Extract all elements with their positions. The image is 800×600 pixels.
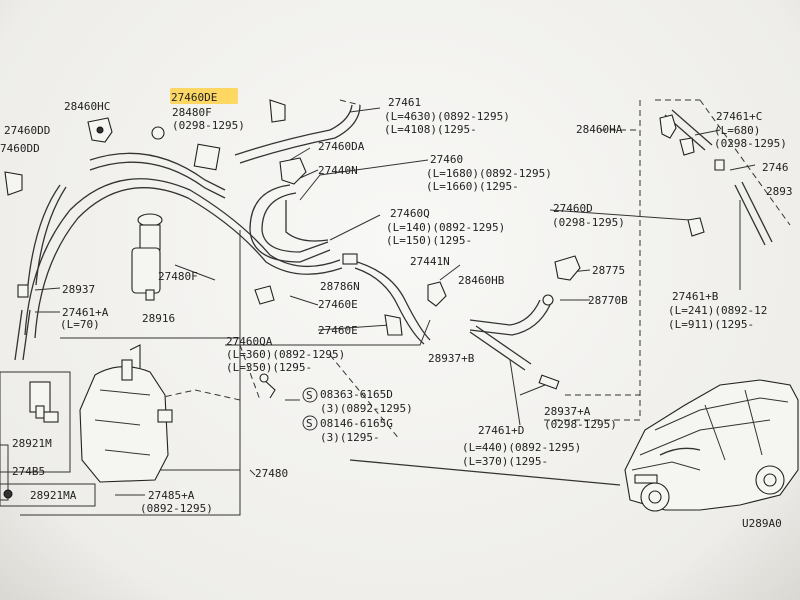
label-2746-edge: 2746: [762, 161, 789, 174]
box-28921ma: [0, 483, 96, 507]
label-27461-l1: (L=4630)(0892-1295): [384, 110, 510, 123]
label-27461c: 27461+C: [716, 110, 762, 123]
label-27440n: 27440N: [318, 164, 358, 177]
label-28921ma: 28921MA: [30, 489, 77, 502]
label-27461d-l1: (L=440)(0892-1295): [462, 441, 581, 454]
part-27480f-pump: [131, 213, 163, 301]
label-27460-l2: (L=1660)(1295-: [426, 180, 519, 193]
label-28937a-date: (0298-1295): [544, 418, 617, 431]
part-28480f: [151, 126, 165, 140]
label-27485a-date: (0892-1295): [140, 502, 213, 515]
diagram-ref-code: U289A0: [742, 517, 782, 530]
label-27460qa: 27460QA: [226, 335, 273, 348]
label-28480f-date: (0298-1295): [172, 119, 245, 132]
part-28937: [17, 284, 29, 298]
pump-box: [0, 371, 71, 473]
label-27460d: 27460D: [553, 202, 593, 215]
label-28916: 28916: [142, 312, 175, 325]
car-illustration: [624, 379, 799, 512]
label-28460ha: 28460HA: [576, 123, 623, 136]
parts: [4, 99, 725, 399]
part-27440n: [279, 157, 307, 185]
washer-hoses: [14, 104, 773, 371]
s-symbols: S S: [302, 387, 318, 431]
label-28937b: 28937+B: [428, 352, 475, 365]
label-27460e: 27460E: [318, 298, 358, 311]
label-27461-l2: (L=4108)(1295-: [384, 123, 477, 136]
part-labels: 27460DE 28480F (0298-1295) 28460HC 27460…: [0, 91, 793, 530]
label-27461c-date: (0298-1295): [714, 137, 787, 150]
label-08363-date: (3)(0892-1295): [320, 402, 413, 415]
label-274b5: 274B5: [12, 465, 45, 478]
label-27460qa-l2: (L=350)(1295-: [226, 361, 312, 374]
label-27461b-l1: (L=241)(0892-12: [668, 304, 767, 317]
part-27460e: [254, 285, 275, 305]
label-08146: 08146-6165G: [320, 417, 393, 430]
label-27460dd-2: 7460DD: [0, 142, 40, 155]
label-2893-edge: 2893: [766, 185, 793, 198]
label-28770b: 28770B: [588, 294, 628, 307]
label-27460dd: 27460DD: [4, 124, 50, 137]
label-28460hc: 28460HC: [64, 100, 110, 113]
label-28937: 28937: [62, 283, 95, 296]
label-27460-l1: (L=1680)(0892-1295): [426, 167, 552, 180]
label-27460e-2: 27460E: [318, 324, 358, 337]
label-28460hb: 28460HB: [458, 274, 505, 287]
label-27461d-l2: (L=370)(1295-: [462, 455, 548, 468]
label-27461c-l: (L=680): [714, 124, 760, 137]
part-28786n: [342, 253, 358, 265]
label-27460q-l2: (L=150)(1295-: [386, 234, 472, 247]
label-27461a-l: (L=70): [60, 318, 100, 331]
label-27460q: 27460Q: [390, 207, 430, 220]
label-27485a: 27485+A: [148, 489, 195, 502]
part-28460ha: [659, 114, 677, 139]
label-08146-date: (3)(1295-: [320, 431, 380, 444]
label-27461d: 27461+D: [478, 424, 524, 437]
highlight-marker: [170, 88, 238, 104]
label-27461a: 27461+A: [62, 306, 109, 319]
label-27460d-date: (0298-1295): [552, 216, 625, 229]
label-27461: 27461: [388, 96, 421, 109]
washer-tank-27480: [79, 344, 173, 483]
label-27441n: 27441N: [410, 255, 450, 268]
label-27460q-l1: (L=140)(0892-1295): [386, 221, 505, 234]
dashed-guides: [149, 99, 791, 441]
part-27460de: [269, 99, 286, 123]
label-27460de: 27460DE: [171, 91, 217, 104]
label-28480f: 28480F: [172, 106, 212, 119]
part-28775: [554, 255, 581, 281]
label-27461b-l2: (L=911)(1295-: [668, 318, 754, 331]
part-27441n: [427, 281, 447, 307]
svg-text:S: S: [306, 417, 313, 430]
label-28775: 28775: [592, 264, 625, 277]
label-27480f: 27480F: [158, 270, 198, 283]
label-28921m: 28921M: [12, 437, 52, 450]
label-28937a: 28937+A: [544, 405, 591, 418]
leader-lines: [20, 107, 756, 516]
label-27460qa-l1: (L=360)(0892-1295): [226, 348, 345, 361]
svg-text:S: S: [306, 389, 313, 402]
label-27480: 27480: [255, 467, 288, 480]
label-27461b: 27461+B: [672, 290, 719, 303]
label-27460da: 27460DA: [318, 140, 365, 153]
part-27460dd: [4, 171, 23, 196]
label-28786n: 28786N: [320, 280, 360, 293]
label-08363: 08363-6165D: [320, 388, 393, 401]
label-27460: 27460: [430, 153, 463, 166]
